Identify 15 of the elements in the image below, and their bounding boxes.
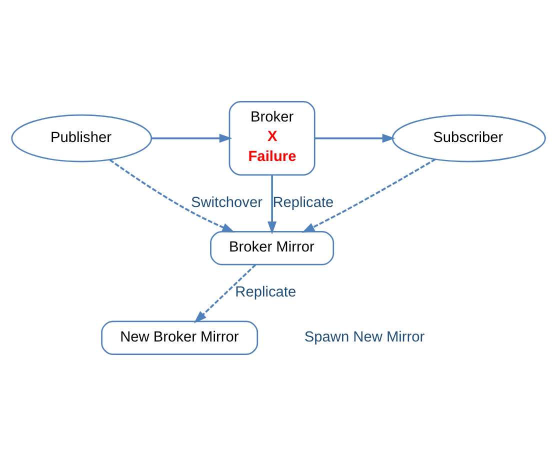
- edge-label: Replicate: [272, 194, 334, 210]
- arrow: [194, 264, 256, 323]
- edge-label: Switchover: [190, 194, 263, 210]
- node-ellipse: Subscriber: [392, 114, 546, 162]
- arrow: [314, 133, 396, 142]
- arrow: [152, 133, 232, 142]
- node-ellipse: Publisher: [11, 114, 152, 162]
- node-box: Broker Mirror: [210, 230, 334, 265]
- arrow: [302, 158, 436, 232]
- label: Spawn New Mirror: [304, 328, 425, 345]
- node-box: New Broker Mirror: [101, 320, 258, 355]
- arrow: [268, 174, 277, 234]
- node-box: Broker X Failure: [228, 100, 316, 176]
- edge-label: Replicate: [235, 284, 296, 300]
- arrow: [109, 158, 235, 232]
